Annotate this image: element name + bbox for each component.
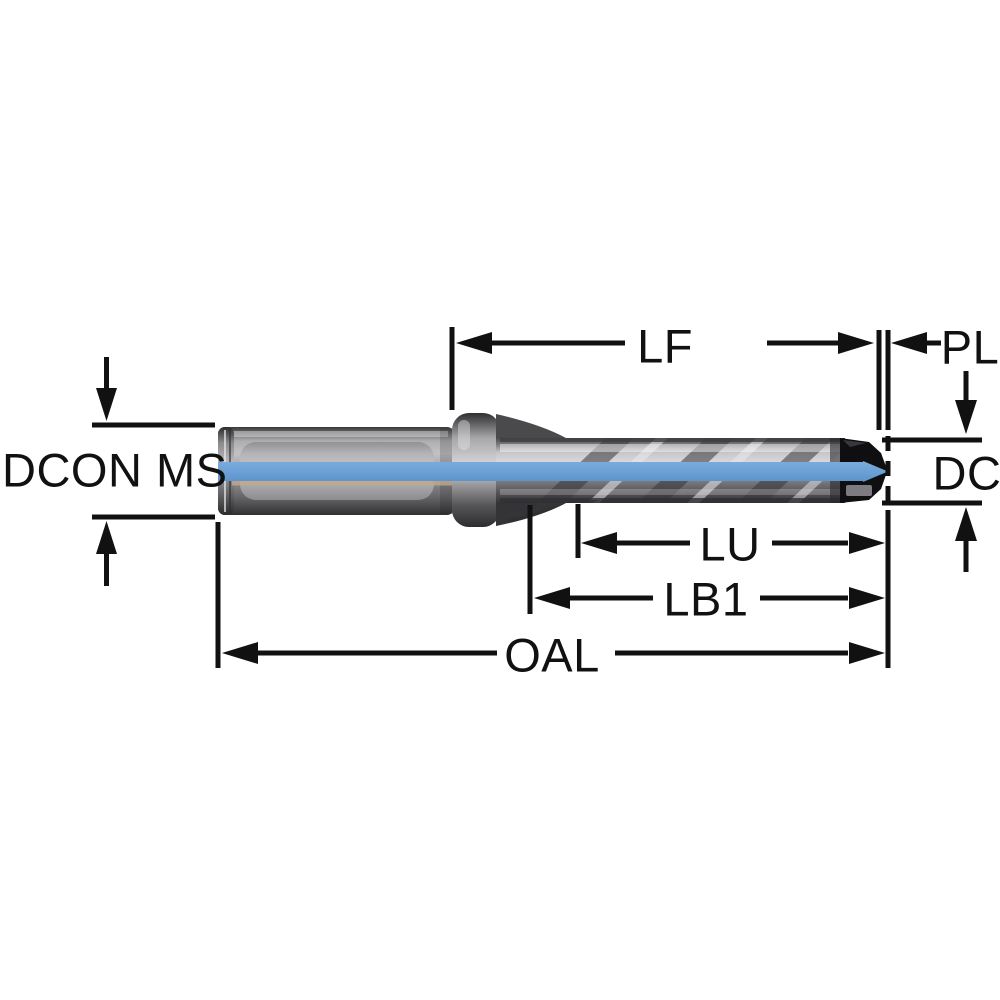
dcon-arrow-up-icon <box>96 521 117 554</box>
lb1-arrow-left-icon <box>534 587 570 609</box>
collar-highlight <box>458 420 470 450</box>
label-lu: LU <box>699 518 760 571</box>
dimension-dcon <box>92 357 215 586</box>
drill-illustration <box>218 413 888 527</box>
lu-arrow-left-icon <box>581 532 617 554</box>
lb1-arrow-right-icon <box>849 587 885 609</box>
dimension-oal <box>215 522 885 668</box>
label-oal: OAL <box>504 629 600 682</box>
dimension-lf <box>449 327 882 430</box>
dc-arrow-up-icon <box>955 507 977 541</box>
label-lb1: LB1 <box>663 573 748 626</box>
oal-arrow-right-icon <box>849 642 885 664</box>
label-pl: PL <box>941 321 1000 374</box>
lu-arrow-right-icon <box>849 532 885 554</box>
pl-arrow-down-icon <box>955 400 977 434</box>
shank-tan-line <box>232 481 562 486</box>
dimension-dc <box>882 500 982 572</box>
insert-clamp-notch <box>846 485 872 496</box>
lf-arrow-left-icon <box>456 332 492 354</box>
dcon-arrow-down-icon <box>96 388 117 421</box>
oal-arrow-left-icon <box>222 642 258 664</box>
dimension-pl <box>882 332 982 443</box>
label-dc: DC <box>933 447 1000 500</box>
label-dcon-ms: DCON MS <box>2 444 227 497</box>
shank-top-highlight <box>222 431 448 437</box>
pl-arrow-left-icon <box>891 332 927 354</box>
coolant-stripe <box>218 461 888 482</box>
label-lf: LF <box>637 320 693 373</box>
dimension-lb1 <box>527 505 885 614</box>
dimension-labels: LF PL DCON MS DC LU LB1 OAL <box>2 320 1000 682</box>
lf-arrow-right-icon <box>838 332 874 354</box>
dimension-lu <box>575 504 885 558</box>
dimension-annotations <box>92 327 982 668</box>
